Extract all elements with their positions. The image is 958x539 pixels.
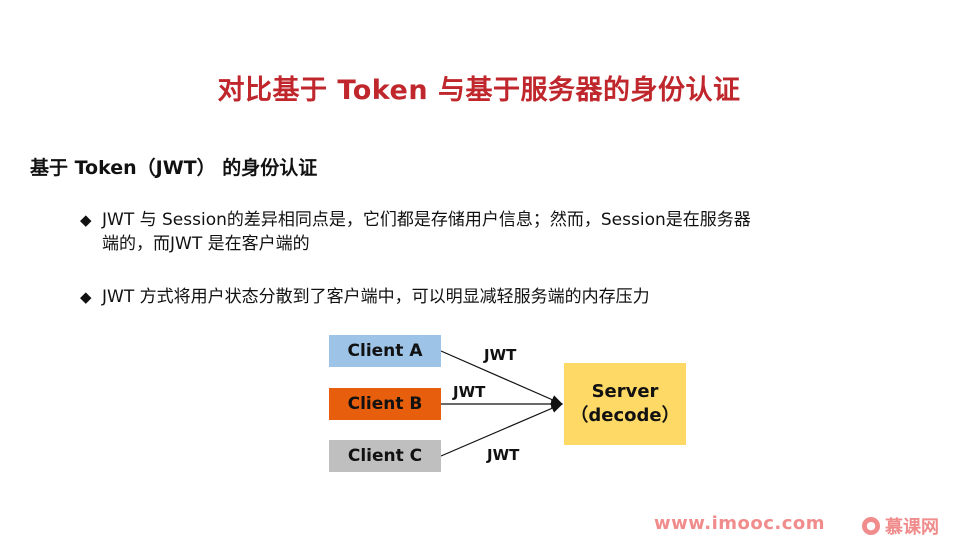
diamond-bullet-icon: ◆ (80, 211, 92, 229)
section-subtitle: 基于 Token（JWT） 的身份认证 (30, 157, 318, 179)
server-decode-label: （decode） (570, 405, 680, 426)
diamond-bullet-icon: ◆ (80, 288, 92, 306)
server-box: Server （decode） (564, 363, 686, 445)
bullet-item: ◆ JWT 方式将用户状态分散到了客户端中，可以明显减轻服务端的内存压力 (80, 285, 650, 309)
watermark-url: www.imooc.com (654, 513, 826, 534)
edge-label-jwt-b: JWT (453, 383, 486, 401)
client-b-box: Client B (329, 388, 441, 420)
watermark-brand: ● 慕课网 (862, 513, 939, 539)
client-c-box: Client C (329, 440, 441, 472)
watermark-brand-text: 慕课网 (885, 517, 939, 538)
imooc-logo-icon: ● (862, 517, 880, 535)
server-label: Server (591, 381, 659, 402)
slide-title: 对比基于 Token 与基于服务器的身份认证 (217, 75, 741, 106)
edge-label-jwt-a: JWT (484, 346, 517, 364)
arrow-client-a-to-server (440, 350, 564, 405)
bullet-item: ◆ JWT 与 Session的差异相同点是，它们都是存储用户信息；然而，Sess… (80, 208, 751, 256)
bullet-text: JWT 方式将用户状态分散到了客户端中，可以明显减轻服务端的内存压力 (102, 287, 650, 307)
bullet-text: JWT 与 Session的差异相同点是，它们都是存储用户信息；然而，Sessi… (102, 210, 751, 230)
arrow-client-c-to-server (440, 403, 564, 457)
client-a-box: Client A (329, 335, 441, 367)
bullet-text-continuation: 端的，而JWT 是在客户端的 (102, 234, 310, 254)
edge-label-jwt-c: JWT (487, 446, 520, 464)
